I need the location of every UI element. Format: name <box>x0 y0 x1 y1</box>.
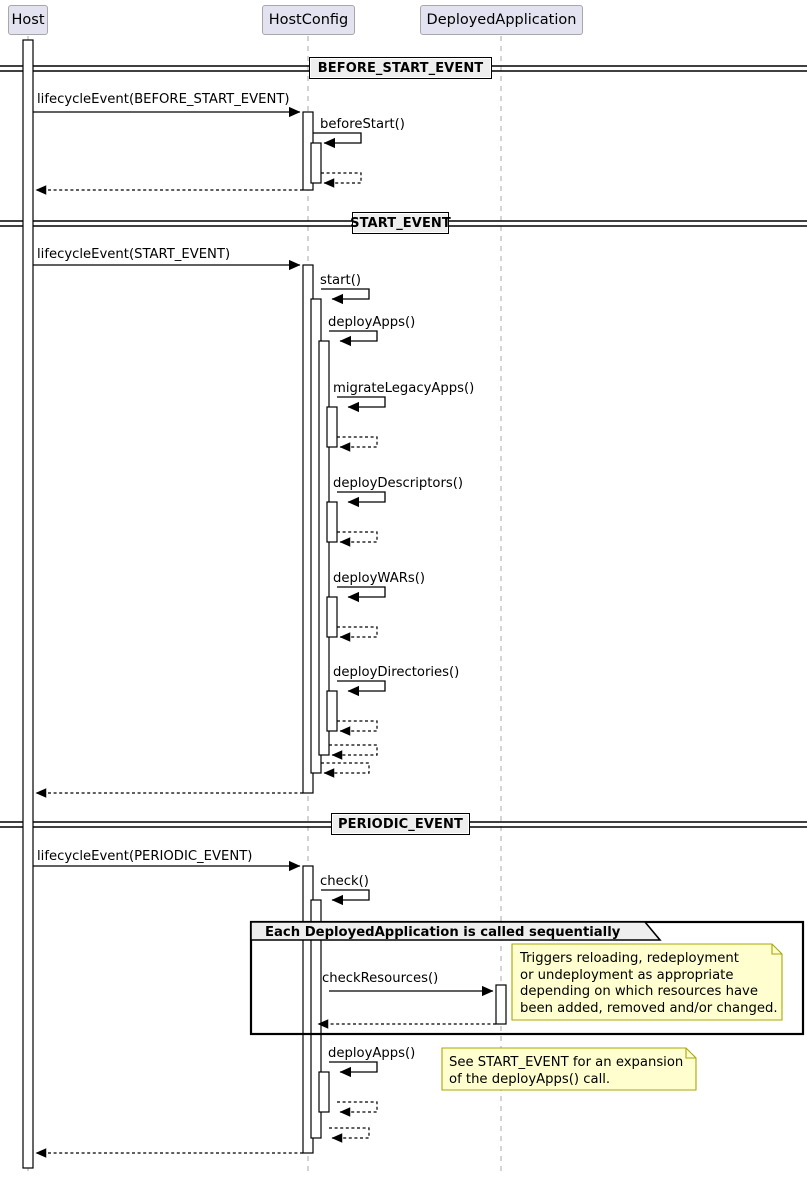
message-label-check: check() <box>320 874 369 889</box>
note-deployapps-text: See START_EVENT for an expansion of the … <box>449 1055 684 1087</box>
divider-start-event-label: START_EVENT <box>350 215 451 231</box>
divider-before-start-event: BEFORE_START_EVENT <box>309 57 492 79</box>
loop-frame-each-deployedapplication <box>249 920 805 1036</box>
selfcall-check <box>321 889 370 906</box>
message-label-start: start() <box>320 273 362 288</box>
selfreturn-deploydescriptors <box>337 531 378 547</box>
selfcall-beforestart <box>313 132 362 149</box>
message-label-lifecycleevent-start: lifecycleEvent(START_EVENT) <box>37 247 231 262</box>
selfreturn-deployapps <box>329 744 378 760</box>
selfreturn-start <box>321 762 370 778</box>
activation-hostconfig-deploydirectories-self <box>326 690 338 732</box>
note-checkresources <box>511 943 783 1021</box>
message-label-deploydescriptors: deployDescriptors() <box>333 476 464 491</box>
loop-frame-title: Each DeployedApplication is called seque… <box>265 925 621 940</box>
selfreturn-migratelegacyapps <box>337 436 378 452</box>
divider-before-start-event-label: BEFORE_START_EVENT <box>317 60 484 76</box>
note-body <box>441 1047 697 1091</box>
selfreturn-deploydirectories <box>337 720 378 736</box>
participant-hostconfig[interactable]: HostConfig <box>262 5 355 35</box>
participant-host[interactable]: Host <box>8 5 48 35</box>
selfcall-deploywars <box>337 586 386 603</box>
message-label-deployapps: deployApps() <box>328 315 416 330</box>
selfcall-deployapps <box>329 330 378 347</box>
participant-hostconfig-label: HostConfig <box>268 12 349 28</box>
self-call-loops <box>313 132 386 1078</box>
divider-periodic-event: PERIODIC_EVENT <box>331 813 470 835</box>
call-arrows <box>33 106 494 997</box>
message-label-checkresources: checkResources() <box>322 971 439 986</box>
activation-bars <box>22 39 507 1169</box>
note-checkresources-text: Triggers reloading, redeployment or unde… <box>520 951 778 1016</box>
lifelines <box>27 36 502 1172</box>
selfcall-deploydirectories <box>337 680 386 697</box>
activation-deployedapplication-checkresources <box>495 984 507 1025</box>
message-label-migratelegacyapps: migrateLegacyApps() <box>333 381 475 396</box>
message-label-lifecycleevent-periodic: lifecycleEvent(PERIODIC_EVENT) <box>37 849 253 864</box>
selfcall-start <box>321 288 370 305</box>
activation-hostconfig-deploydescriptors-self <box>326 501 338 543</box>
selfcall-migratelegacyapps <box>337 396 386 413</box>
selfreturn-beforestart <box>321 172 362 188</box>
message-label-lifecycleevent-before-start: lifecycleEvent(BEFORE_START_EVENT) <box>37 92 290 107</box>
self-return-loops <box>321 172 378 1143</box>
participant-deployedapplication-label: DeployedApplication <box>426 12 577 28</box>
note-deployapps <box>441 1047 697 1091</box>
activation-hostconfig-check-self <box>310 899 322 1139</box>
section-dividers <box>0 65 807 828</box>
message-label-deployapps-periodic: deployApps() <box>328 1046 416 1061</box>
message-label-deploydirectories: deployDirectories() <box>333 665 460 680</box>
return-arrows <box>35 185 496 1158</box>
selfreturn-check <box>329 1127 370 1143</box>
note-body <box>511 943 783 1021</box>
message-label-beforestart: beforeStart() <box>320 117 405 132</box>
note-fold-corner-icon <box>685 1048 696 1059</box>
selfreturn-deployapps2 <box>337 1101 378 1117</box>
selfreturn-deploywars <box>337 626 378 642</box>
note-fold-corner-icon <box>771 944 782 955</box>
selfcall-deployapps-periodic <box>329 1061 378 1078</box>
loop-frame-tab <box>250 921 662 941</box>
participant-deployedapplication[interactable]: DeployedApplication <box>420 5 583 35</box>
divider-periodic-event-label: PERIODIC_EVENT <box>338 816 463 832</box>
divider-start-event: START_EVENT <box>350 212 451 234</box>
activation-hostconfig-migratelegacyapps-self <box>326 406 338 448</box>
activation-host <box>22 39 34 1169</box>
activation-hostconfig-beforestart-self <box>310 142 322 184</box>
activation-hostconfig-deploywars-self <box>326 596 338 638</box>
participant-host-label: Host <box>11 12 45 28</box>
selfcall-deploydescriptors <box>337 491 386 508</box>
message-label-deploywars: deployWARs() <box>333 571 426 586</box>
activation-hostconfig-deployapps2-self <box>318 1071 330 1113</box>
activation-hostconfig-deployapps-self <box>318 340 330 756</box>
